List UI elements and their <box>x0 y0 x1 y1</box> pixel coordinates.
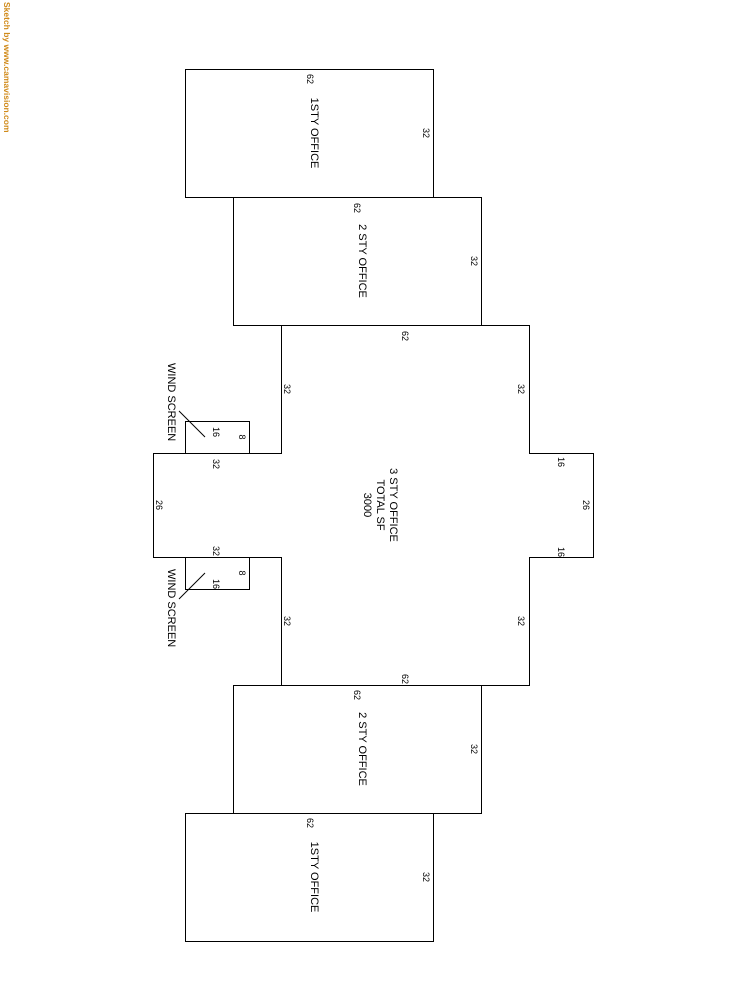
area-label: WIND SCREEN <box>165 363 177 441</box>
dim-length: 16 <box>211 579 221 589</box>
dim-left-notch-top: 32 <box>211 459 221 469</box>
dim-left-upper: 32 <box>282 384 292 394</box>
dim-right-notch-bottom: 16 <box>556 547 566 557</box>
area-top-2sty-office: 62 2 STY OFFICE 32 <box>233 197 482 326</box>
area-label: 2 STY OFFICE <box>356 224 368 298</box>
area-main-3sty-office: 3 STY OFFICE TOTAL SF 3000 62 32 32 16 2… <box>153 325 594 686</box>
area-label-line1: 3 STY OFFICE <box>387 468 399 542</box>
area-bottom-2sty-office: 62 2 STY OFFICE 32 <box>233 685 482 814</box>
area-wind-screen-top: WIND SCREEN 16 8 <box>165 363 250 454</box>
area-label: WIND SCREEN <box>165 569 177 647</box>
dim-depth: 32 <box>421 128 431 138</box>
area-label: 1STY OFFICE <box>308 842 320 913</box>
dim-depth: 8 <box>237 434 247 439</box>
dim-right-upper: 32 <box>516 384 526 394</box>
dim-left-lower: 32 <box>282 616 292 626</box>
dim-width: 62 <box>305 74 315 84</box>
dim-depth: 8 <box>237 570 247 575</box>
dim-right-notch-top: 16 <box>556 457 566 467</box>
area-label-line2: TOTAL SF <box>374 479 386 530</box>
dim-width: 62 <box>352 203 362 213</box>
dim-width: 62 <box>305 818 315 828</box>
dim-bottom: 62 <box>400 674 410 684</box>
area-label: 2 STY OFFICE <box>356 712 368 786</box>
dim-left-notch-bottom: 32 <box>211 546 221 556</box>
dim-depth: 32 <box>469 256 479 266</box>
dim-depth: 32 <box>469 744 479 754</box>
dim-top: 62 <box>400 331 410 341</box>
area-label: 1STY OFFICE <box>308 98 320 169</box>
dim-depth: 32 <box>421 872 431 882</box>
watermark: Sketch by www.camavision.com <box>2 2 12 133</box>
dim-width: 62 <box>352 690 362 700</box>
area-top-1sty-office: 62 1STY OFFICE 32 <box>185 69 434 198</box>
dim-left-notch: 26 <box>154 500 164 510</box>
dim-right-notch: 26 <box>581 500 591 510</box>
area-wind-screen-bottom: WIND SCREEN 16 8 <box>165 557 250 647</box>
dim-length: 16 <box>211 427 221 437</box>
area-label-line3: 3000 <box>361 493 373 517</box>
area-bottom-1sty-office: 62 1STY OFFICE 32 <box>185 813 434 942</box>
dim-right-lower: 32 <box>516 616 526 626</box>
